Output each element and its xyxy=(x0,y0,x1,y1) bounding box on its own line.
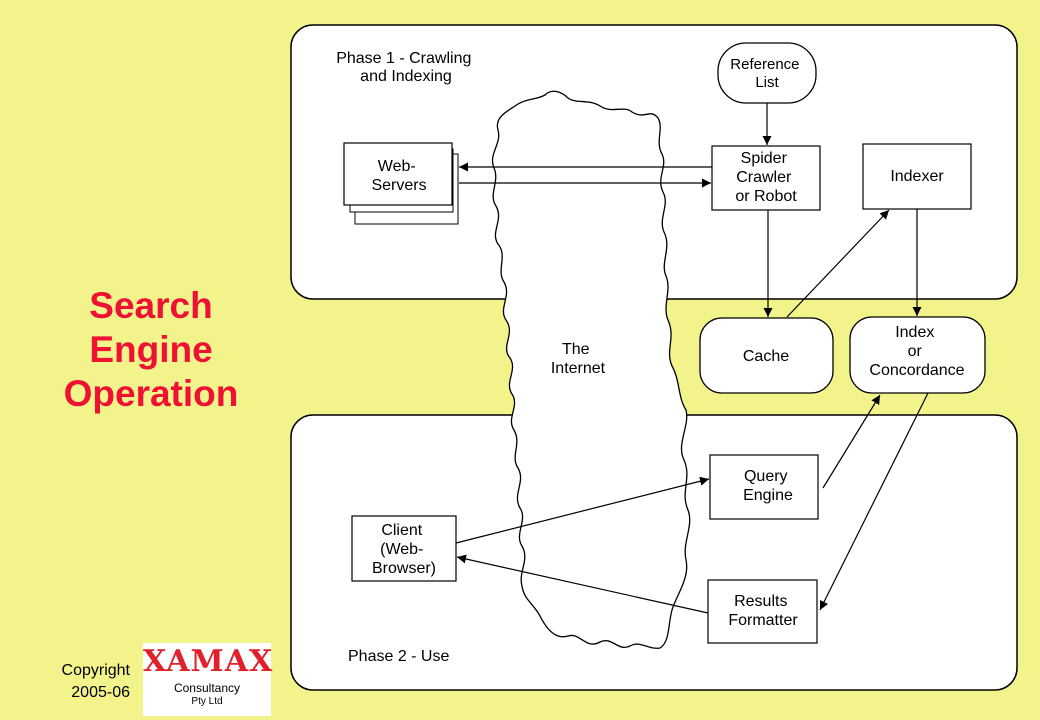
web-servers-node: Web- Servers xyxy=(343,142,459,225)
svg-text:Client (Web- Brows: Client (Web- Browser) xyxy=(372,522,436,577)
reference-list-node: Reference List xyxy=(717,42,817,104)
arrow-queryengine-to-index xyxy=(822,394,881,489)
copyright-notice: Copyright 2005-06 xyxy=(40,660,130,704)
svg-text:Reference List: Reference List xyxy=(730,56,803,91)
arrow-index-to-results xyxy=(819,392,929,611)
svg-text:Results Formatter: Results Formatter xyxy=(728,593,798,629)
title-line-1: Search xyxy=(89,285,213,326)
spider-crawler-node: Spider Crawler or Robot xyxy=(711,145,821,211)
arrow-client-to-queryengine xyxy=(455,476,710,544)
slide-title: Search Engine Operation xyxy=(40,284,262,416)
arrow-results-to-client xyxy=(456,554,709,614)
cache-node: Cache xyxy=(699,317,834,394)
xamax-logo: XAMAX Consultancy Pty Ltd xyxy=(143,643,274,716)
copyright-line-2: 2005-06 xyxy=(71,684,130,701)
svg-text:Spider Crawler or: Spider Crawler or Robot xyxy=(735,150,797,205)
internet-label: The Internet xyxy=(551,341,606,377)
query-engine-node: Query Engine xyxy=(709,454,819,520)
logo-line-2: Pty Ltd xyxy=(191,696,223,707)
phase-1-label: Phase 1 - Crawling and Indexing xyxy=(336,50,476,85)
logo-line-1: Consultancy xyxy=(173,681,241,695)
svg-text:Indexer: Indexer xyxy=(890,168,944,185)
svg-text:Index or Concordan: Index or Concordance xyxy=(869,324,964,379)
indexer-node: Indexer xyxy=(862,143,972,210)
logo-mark: XAMAX xyxy=(143,644,274,679)
results-formatter-node: Results Formatter xyxy=(707,579,818,644)
svg-text:Web- Servers: Web- Servers xyxy=(371,158,426,194)
svg-text:Cache: Cache xyxy=(743,348,789,365)
phase-2-label: Phase 2 - Use xyxy=(348,648,449,665)
internet-cloud xyxy=(491,90,691,649)
title-line-2: Engine xyxy=(89,329,213,370)
title-line-3: Operation xyxy=(63,373,239,414)
svg-text:Query Engine: Query Engine xyxy=(743,468,793,504)
copyright-line-1: Copyright xyxy=(61,662,130,679)
client-node: Client (Web- Browser) xyxy=(351,515,457,582)
arrow-cache-to-indexer xyxy=(786,209,890,318)
index-concordance-node: Index or Concordance xyxy=(849,316,986,394)
